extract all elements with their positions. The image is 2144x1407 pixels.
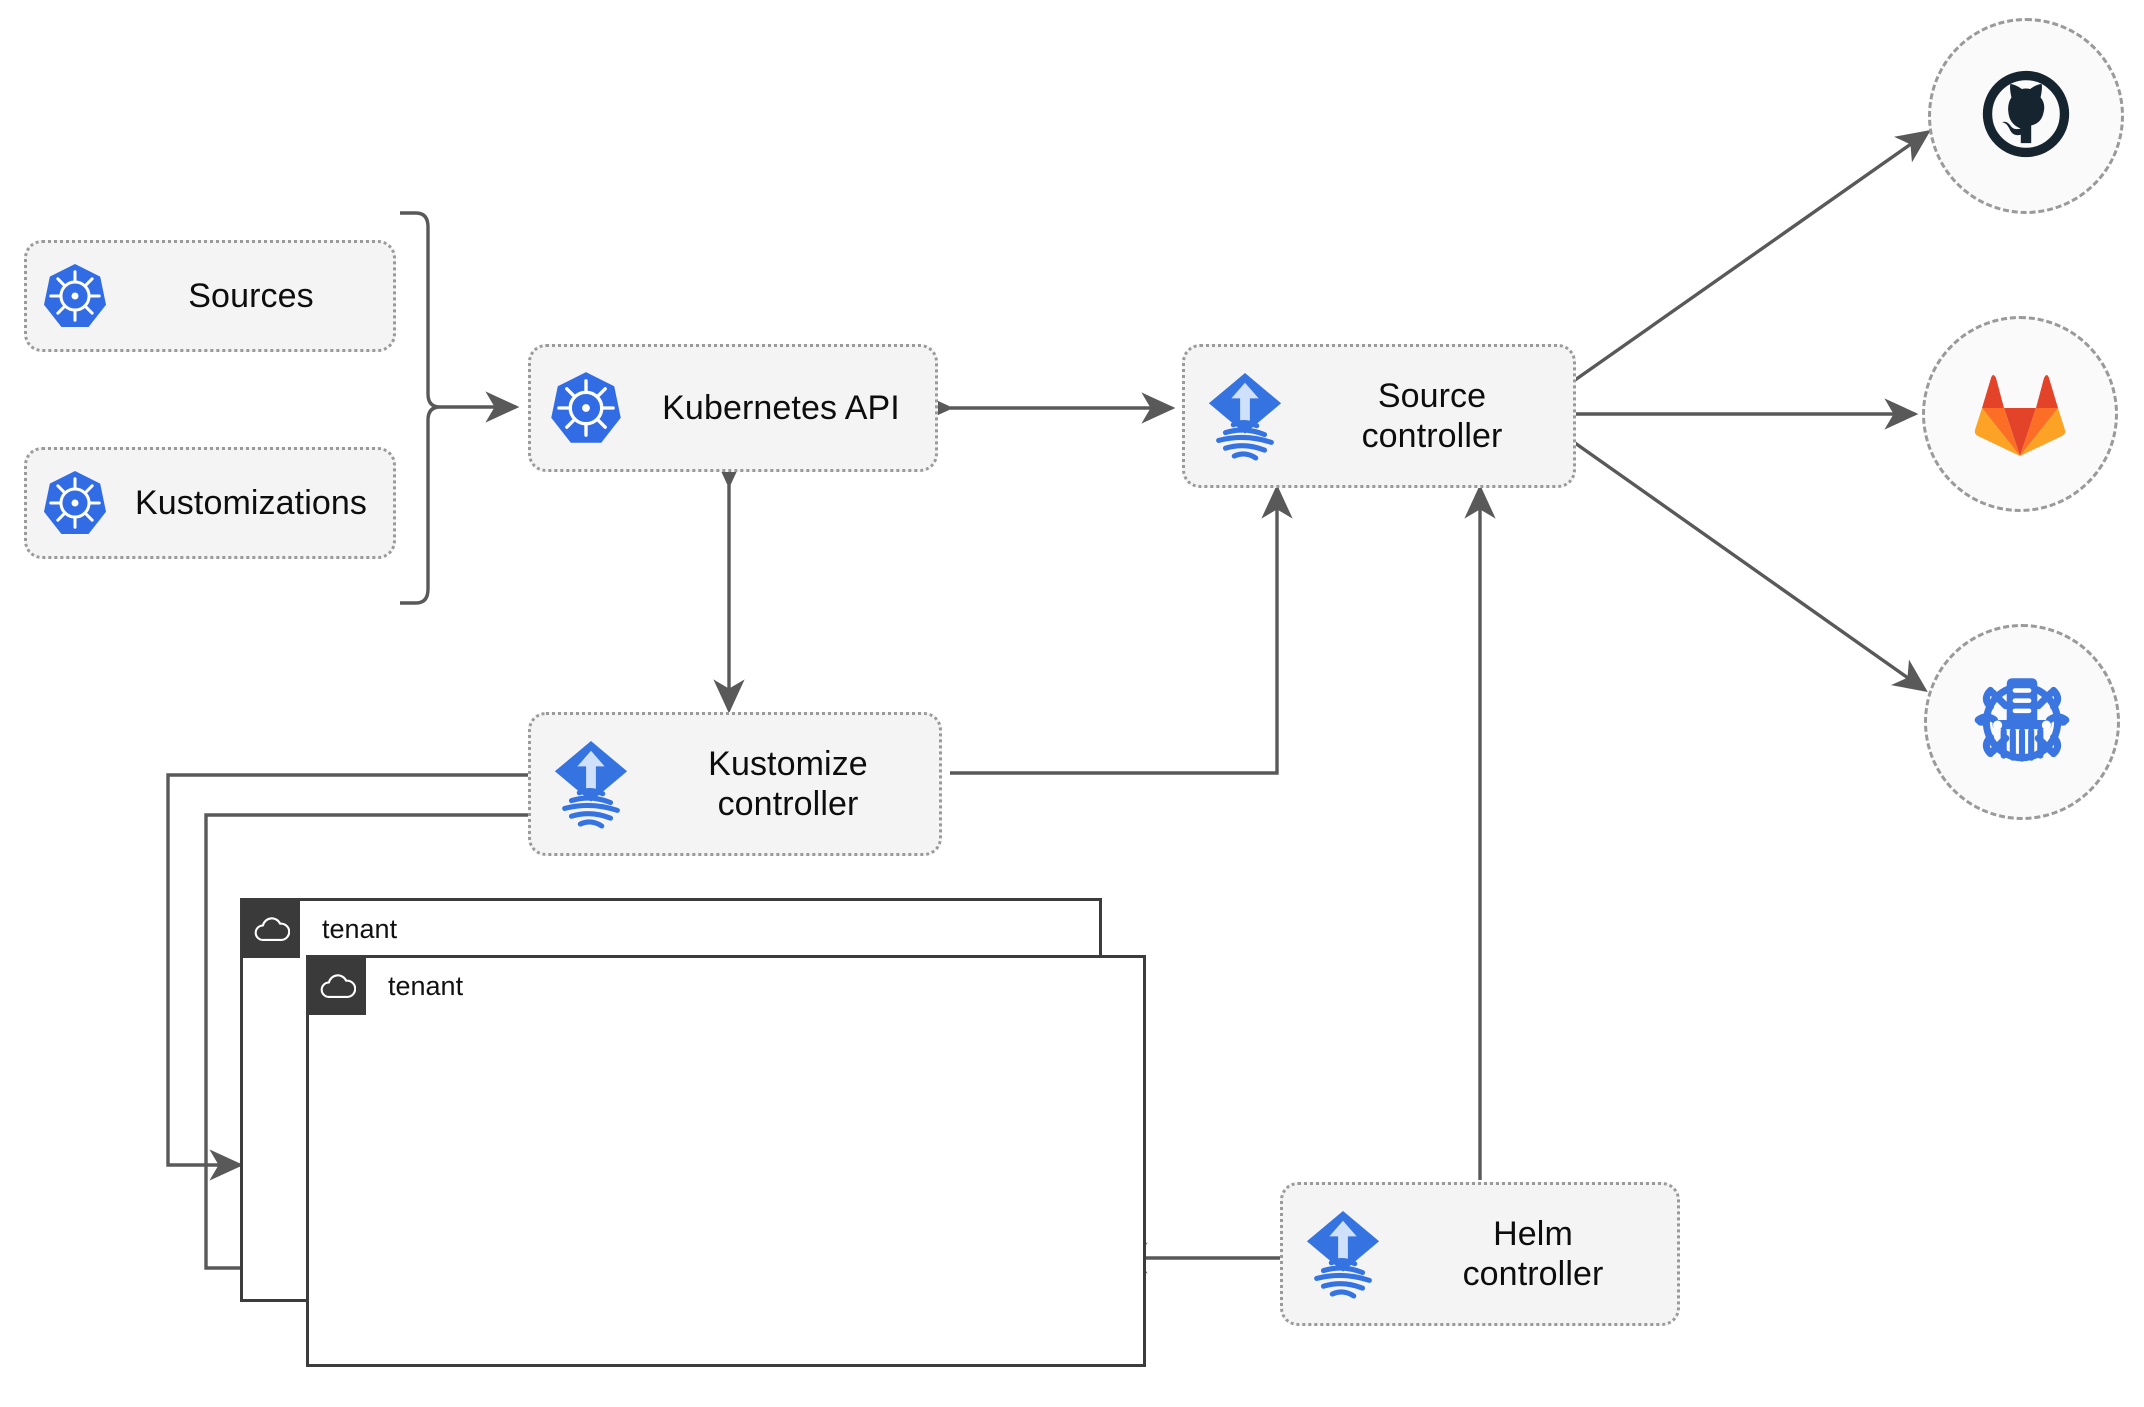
node-kustomizations[interactable]: Kustomizations: [24, 447, 396, 559]
tenant-label: tenant: [322, 913, 398, 944]
flux-icon: [531, 738, 651, 830]
node-sources[interactable]: Sources: [24, 240, 396, 352]
kubernetes-icon: [27, 469, 123, 537]
cloud-icon: [308, 957, 366, 1015]
node-label: Kustomize controller: [708, 744, 868, 823]
github-icon: [1974, 62, 2078, 171]
tenant-label: tenant: [388, 970, 464, 1001]
node-helm-controller[interactable]: Helm controller: [1280, 1182, 1680, 1326]
provider-github[interactable]: [1928, 18, 2124, 214]
node-label: Source controller: [1361, 376, 1503, 455]
node-kustomize-controller[interactable]: Kustomize controller: [528, 712, 942, 856]
node-kubernetes-api[interactable]: Kubernetes API: [528, 344, 938, 472]
flux-icon: [1283, 1208, 1403, 1300]
gitlab-icon: [1970, 364, 2070, 465]
kubernetes-icon: [531, 370, 641, 446]
wire-resources-brace: [400, 211, 441, 605]
flux-icon: [1185, 370, 1305, 462]
helm-repository-icon: [1966, 664, 2078, 781]
node-source-controller[interactable]: Source controller: [1182, 344, 1576, 488]
tenant-header-back: tenant: [242, 900, 397, 958]
node-label: Kustomizations: [135, 483, 367, 522]
node-label: Helm controller: [1462, 1214, 1604, 1293]
kubernetes-icon: [27, 262, 123, 330]
node-label: Sources: [188, 276, 314, 315]
tenant-header-front: tenant: [308, 957, 463, 1015]
tenant-panel-front[interactable]: tenant: [306, 955, 1146, 1367]
wire-source-controller-to-helm-repository: [1574, 441, 1928, 692]
provider-helm-repository[interactable]: [1924, 624, 2120, 820]
wire-kustomize-controller-to-source-controller: [950, 484, 1293, 775]
cloud-icon: [242, 900, 300, 958]
provider-gitlab[interactable]: [1922, 316, 2118, 512]
node-label: Kubernetes API: [662, 388, 900, 427]
wire-source-controller-to-github: [1574, 130, 1931, 382]
